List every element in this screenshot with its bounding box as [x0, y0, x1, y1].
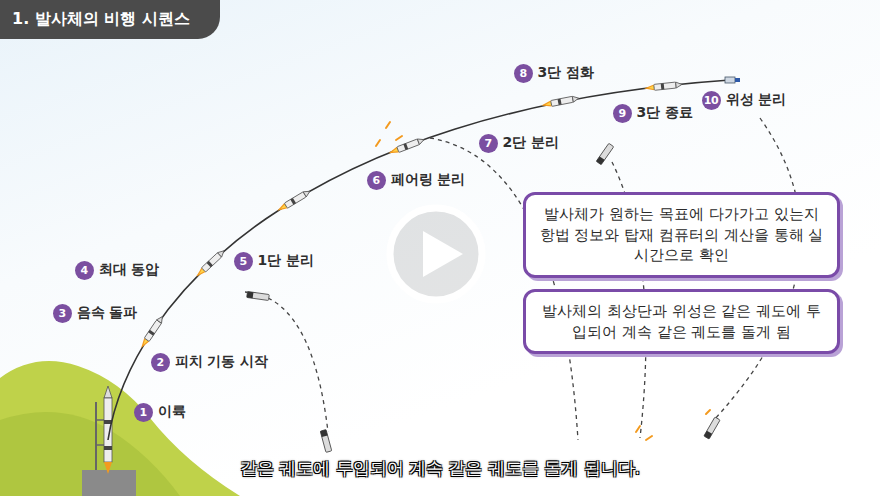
callout-number: 1	[134, 403, 153, 422]
stage-label: 2단 분리	[503, 134, 560, 152]
play-button	[390, 208, 482, 300]
hill	[0, 361, 240, 496]
stage-label: 이륙	[158, 403, 186, 421]
falling-paths	[245, 118, 801, 440]
note-box: 발사체가 원하는 목표에 다가가고 있는지 항법 정보와 탑재 컴퓨터의 계산을…	[523, 192, 840, 278]
callout-number: 3	[53, 304, 72, 323]
callout-number: 7	[479, 134, 498, 153]
callout-number: 10	[702, 91, 721, 110]
stage-marker: 6 페어링 분리	[367, 171, 466, 190]
launch-pad	[82, 386, 136, 496]
callout-number: 6	[367, 171, 386, 190]
stage-marker: 2 피치 기동 시작	[151, 353, 269, 372]
stage-marker: 8 3단 점화	[514, 64, 595, 83]
stage-marker: 7 2단 분리	[479, 134, 560, 153]
stage-label: 3단 점화	[538, 64, 595, 82]
stage-label: 최대 동압	[99, 261, 160, 279]
satellite	[725, 77, 740, 83]
stage-label: 피치 기동 시작	[175, 353, 269, 371]
callout-number: 2	[151, 353, 170, 372]
stage-marker: 9 3단 종료	[613, 104, 694, 123]
note-text: 발사체가 원하는 목표에 다가가고 있는지 항법 정보와 탑재 컴퓨터의 계산을…	[536, 204, 827, 266]
fairing-sparks	[376, 122, 710, 440]
stage-label: 페어링 분리	[391, 171, 466, 189]
title-banner: 1. 발사체의 비행 시퀀스	[0, 0, 220, 39]
callout-number: 9	[613, 104, 632, 123]
hill-shade	[0, 412, 180, 496]
stage-label: 1단 분리	[258, 252, 315, 270]
note-box: 발사체의 최상단과 위성은 같은 궤도에 투입되어 계속 같은 궤도를 돌게 됨	[523, 289, 840, 354]
subtitle-caption: 같은 궤도에 투입되어 계속 같은 궤도를 돌게 됩니다.	[0, 457, 880, 480]
callout-number: 8	[514, 64, 533, 83]
stage-marker: 4 최대 동압	[75, 261, 160, 280]
stage-label: 위성 분리	[726, 91, 787, 109]
note-text: 발사체의 최상단과 위성은 같은 궤도에 투입되어 계속 같은 궤도를 돌게 됨	[536, 301, 827, 342]
stage-label: 3단 종료	[637, 104, 694, 122]
callout-number: 5	[234, 252, 253, 271]
stage-marker: 10 위성 분리	[702, 91, 787, 110]
stage-marker: 1 이륙	[134, 403, 186, 422]
callout-number: 4	[75, 261, 94, 280]
stage-label: 음속 돌파	[77, 304, 138, 322]
stage-marker: 3 음속 돌파	[53, 304, 138, 323]
stage-marker: 5 1단 분리	[234, 252, 315, 271]
